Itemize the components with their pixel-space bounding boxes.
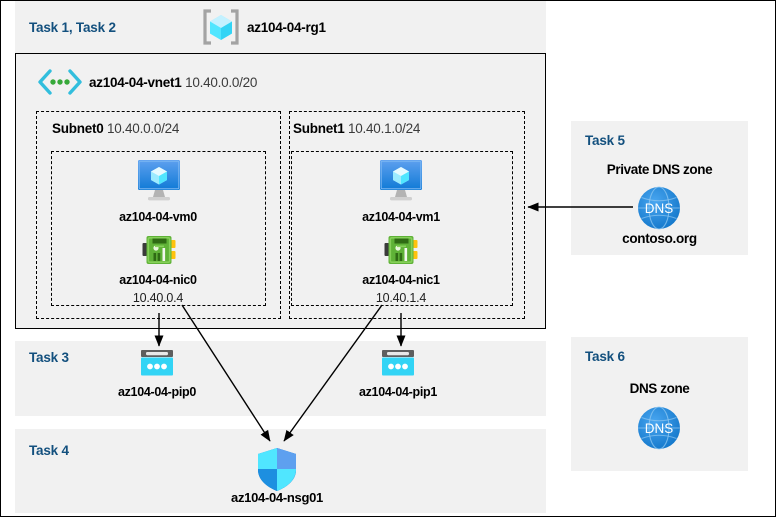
nic1-label: az104-04-nic1 — [362, 273, 440, 287]
subnet1-address-prefix: 10.40.1.0/24 — [348, 121, 421, 136]
task-label-4: Task 4 — [29, 443, 69, 458]
task-label-5: Task 5 — [585, 133, 625, 148]
public-ip-address-icon — [378, 348, 418, 383]
network-interface-icon — [384, 234, 418, 268]
private-dns-zone-name: contoso.org — [622, 231, 697, 246]
vnet-title: az104-04-vnet1 10.40.0.0/20 — [89, 75, 257, 90]
subnet1-name: Subnet1 — [293, 121, 345, 136]
dns-globe-icon: DNS — [633, 185, 685, 231]
subnet1-inner-box — [291, 151, 513, 306]
public-dns-heading: DNS zone — [629, 381, 690, 396]
subnet1-title: Subnet1 10.40.1.0/24 — [293, 121, 420, 136]
resource-group-panel — [15, 1, 546, 53]
network-security-group-shield-icon — [256, 447, 298, 492]
subnet0-title: Subnet0 10.40.0.0/24 — [52, 121, 179, 136]
vnet-name: az104-04-vnet1 — [89, 75, 182, 90]
subnet0-address-prefix: 10.40.0.0/24 — [107, 121, 180, 136]
virtual-network-icon — [37, 69, 83, 95]
task-label-6: Task 6 — [585, 349, 625, 364]
public-ip-panel — [15, 341, 546, 416]
private-dns-heading: Private DNS zone — [606, 162, 713, 177]
nsg-label: az104-04-nsg01 — [231, 490, 323, 505]
virtual-machine-icon — [377, 158, 425, 202]
nic0-ip: 10.40.0.4 — [132, 291, 184, 305]
vm0-label: az104-04-vm0 — [119, 210, 197, 224]
network-interface-icon — [142, 234, 176, 268]
resource-group-name: az104-04-rg1 — [247, 20, 326, 35]
subnet0-inner-box — [51, 151, 266, 306]
vnet-address-space: 10.40.0.0/20 — [185, 75, 258, 90]
nic0-label: az104-04-nic0 — [119, 273, 197, 287]
task-label-3: Task 3 — [29, 350, 69, 365]
resource-group-cube-icon — [200, 8, 242, 46]
dns-globe-icon: DNS — [633, 405, 685, 451]
svg-text:DNS: DNS — [645, 201, 674, 216]
public-ip-address-icon — [137, 348, 177, 383]
task-label-1-2: Task 1, Task 2 — [29, 20, 116, 35]
nic1-ip: 10.40.1.4 — [375, 291, 427, 305]
subnet0-name: Subnet0 — [52, 121, 104, 136]
virtual-machine-icon — [135, 158, 183, 202]
pip0-label: az104-04-pip0 — [117, 385, 197, 399]
vm1-label: az104-04-vm1 — [362, 210, 440, 224]
subnet1-box — [289, 111, 525, 319]
svg-text:DNS: DNS — [645, 421, 674, 436]
pip1-label: az104-04-pip1 — [358, 385, 438, 399]
